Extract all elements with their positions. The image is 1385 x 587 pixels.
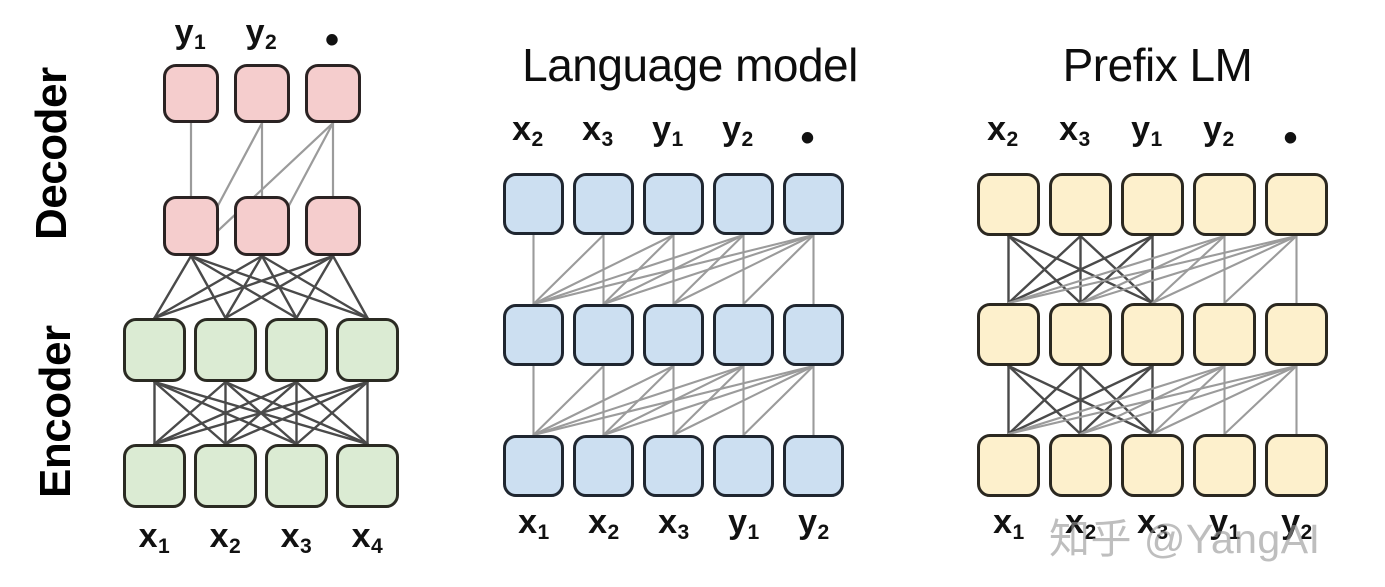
token-label-decoder-out-0: y1 xyxy=(174,13,206,54)
prefix-token-label-bottom-3: y1 xyxy=(1209,503,1241,544)
decoder-node-l1-1 xyxy=(234,196,290,256)
prefix-token-label-bottom-4: y2 xyxy=(1281,503,1313,544)
prefix-token-label-bottom-2: x3 xyxy=(1137,503,1169,544)
lm-node-l2-4 xyxy=(783,304,844,366)
side-label-encoder: Encoder xyxy=(31,325,80,498)
prefix-node-l2-4 xyxy=(1265,303,1328,366)
prefix-token-label-top-2: y1 xyxy=(1131,110,1163,151)
prefix-node-l1-0 xyxy=(977,434,1040,497)
decoder-node-l2-2 xyxy=(305,64,361,123)
token-label-decoder-out-1: y2 xyxy=(245,13,277,54)
lm-node-l3-4 xyxy=(783,173,844,235)
lm-node-l2-0 xyxy=(503,304,564,366)
lm-token-label-bottom-1: x2 xyxy=(588,503,620,544)
lm-node-l1-4 xyxy=(783,435,844,497)
lm-token-label-top-1: x3 xyxy=(582,110,614,151)
lm-token-label-bottom-2: x3 xyxy=(658,503,690,544)
lm-node-l1-0 xyxy=(503,435,564,497)
panel-title-prefix-lm: Prefix LM xyxy=(1062,39,1253,91)
watermark-text: 知乎 @YangAI xyxy=(1049,516,1321,562)
lm-token-label-bottom-3: y1 xyxy=(728,503,760,544)
prefix-node-l2-3 xyxy=(1193,303,1256,366)
prefix-token-label-bottom-1: x2 xyxy=(1065,503,1097,544)
panel-prefix-lm: Prefix LM x2 x3 y1 y2 • x1 x2 x3 y1 y2 xyxy=(930,0,1385,587)
encoder-node-l1-0 xyxy=(123,444,186,508)
lm-node-l2-3 xyxy=(713,304,774,366)
panel-title-language-model: Language model xyxy=(522,39,858,91)
prefix-node-l3-2 xyxy=(1121,173,1184,236)
prefix-token-label-top-1: x3 xyxy=(1059,110,1091,151)
lm-node-l2-2 xyxy=(643,304,704,366)
prefix-node-l1-1 xyxy=(1049,434,1112,497)
decoder-node-l2-0 xyxy=(163,64,219,123)
encoder-node-l1-1 xyxy=(194,444,257,508)
lm-token-label-bottom-0: x1 xyxy=(518,503,550,544)
encoder-node-l2-2 xyxy=(265,318,328,382)
prefix-node-l2-0 xyxy=(977,303,1040,366)
prefix-node-l1-4 xyxy=(1265,434,1328,497)
encoder-node-l2-1 xyxy=(194,318,257,382)
prefix-node-l3-0 xyxy=(977,173,1040,236)
token-label-encoder-in-0: x1 xyxy=(138,517,170,558)
encoder-node-l1-3 xyxy=(336,444,399,508)
lm-node-l3-0 xyxy=(503,173,564,235)
prefix-node-l2-2 xyxy=(1121,303,1184,366)
panel-encoder-decoder: Decoder Encoder y1 y2 • x1 x2 x3 x4 xyxy=(0,0,460,587)
decoder-node-l1-2 xyxy=(305,196,361,256)
prefix-token-label-top-3: y2 xyxy=(1203,110,1235,151)
lm-node-l3-3 xyxy=(713,173,774,235)
side-label-decoder: Decoder xyxy=(27,67,76,240)
prefix-node-l3-4 xyxy=(1265,173,1328,236)
lm-node-l3-1 xyxy=(573,173,634,235)
lm-token-label-bottom-4: y2 xyxy=(798,503,830,544)
encoder-node-l1-2 xyxy=(265,444,328,508)
lm-node-l1-1 xyxy=(573,435,634,497)
lm-token-label-top-3: y2 xyxy=(722,110,754,151)
lm-node-l1-3 xyxy=(713,435,774,497)
prefix-token-label-bottom-0: x1 xyxy=(993,503,1025,544)
lm-node-l3-2 xyxy=(643,173,704,235)
token-label-decoder-out-2: • xyxy=(324,18,339,62)
lm-token-label-top-2: y1 xyxy=(652,110,684,151)
panel-language-model: Language model x2 x3 y1 y2 • x1 x2 x3 y1… xyxy=(460,0,920,587)
decoder-node-l2-1 xyxy=(234,64,290,123)
lm-node-l1-2 xyxy=(643,435,704,497)
prefix-node-l1-2 xyxy=(1121,434,1184,497)
prefix-token-label-top-0: x2 xyxy=(987,110,1019,151)
prefix-node-l3-3 xyxy=(1193,173,1256,236)
prefix-token-label-top-4: • xyxy=(1283,116,1298,160)
encoder-node-l2-3 xyxy=(336,318,399,382)
prefix-node-l1-3 xyxy=(1193,434,1256,497)
prefix-node-l3-1 xyxy=(1049,173,1112,236)
token-label-encoder-in-3: x4 xyxy=(351,517,383,558)
lm-token-label-top-0: x2 xyxy=(512,110,544,151)
token-label-encoder-in-2: x3 xyxy=(280,517,312,558)
decoder-node-l1-0 xyxy=(163,196,219,256)
lm-token-label-top-4: • xyxy=(800,116,815,160)
lm-node-l2-1 xyxy=(573,304,634,366)
token-label-encoder-in-1: x2 xyxy=(209,517,241,558)
encoder-node-l2-0 xyxy=(123,318,186,382)
prefix-node-l2-1 xyxy=(1049,303,1112,366)
